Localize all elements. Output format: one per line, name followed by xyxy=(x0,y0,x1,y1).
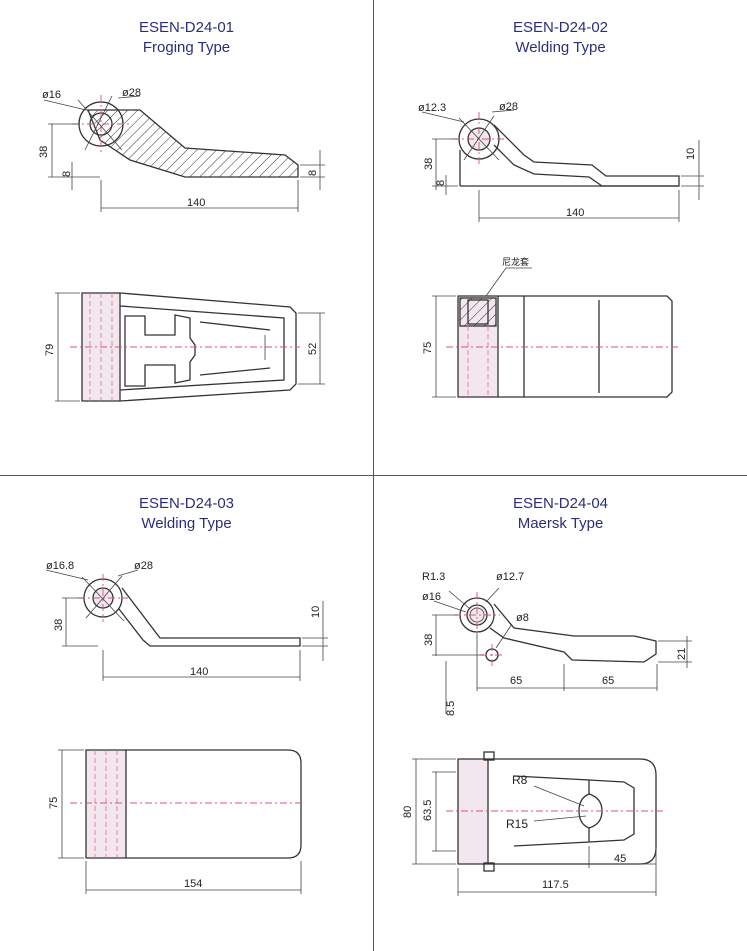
panel-type: Welding Type xyxy=(515,39,606,56)
panel-type: Froging Type xyxy=(142,39,231,56)
dim-length: 154 xyxy=(184,878,202,890)
side-view: R1.3 ø12.7 ø16 ø8 38 8.5 65 65 21 xyxy=(422,571,692,716)
dim-bore-small: ø12.7 xyxy=(496,571,524,583)
dim-bore: ø12.3 xyxy=(418,102,446,114)
dim-height: 38 xyxy=(423,158,435,170)
panel-esen-d24-02: ESEN-D24-02 Welding Type ø12.3 xyxy=(374,0,747,475)
dim-hole: ø8 xyxy=(516,612,529,624)
panel-code: ESEN-D24-03 xyxy=(138,495,235,512)
dim-tip: 21 xyxy=(676,648,688,660)
top-view: 79 52 xyxy=(44,292,325,402)
dim-r-large: R15 xyxy=(506,817,528,831)
dim-slot: 45 xyxy=(614,853,626,865)
dim-outer: ø28 xyxy=(134,560,153,572)
dim-bore: ø16 xyxy=(422,591,441,603)
dim-bore: ø16 xyxy=(42,89,61,101)
dim-tip: 8 xyxy=(307,170,319,176)
dim-length: 140 xyxy=(190,666,208,678)
panel-type: Maersk Type xyxy=(517,515,604,532)
dim-width: 75 xyxy=(422,342,434,354)
dim-width: 75 xyxy=(48,797,60,809)
dim-width: 79 xyxy=(44,344,56,356)
dim-length: 117.5 xyxy=(542,879,569,891)
dim-seg2: 65 xyxy=(602,675,614,687)
panel-code: ESEN-D24-04 xyxy=(512,495,609,512)
dim-thickness: 10 xyxy=(685,148,697,160)
side-view: ø16 ø28 38 8 8 140 xyxy=(38,87,325,212)
dim-height: 38 xyxy=(423,634,435,646)
dim-base: 8 xyxy=(435,180,447,186)
dim-length: 140 xyxy=(187,197,205,209)
dim-length: 140 xyxy=(566,207,584,219)
dim-seg1: 65 xyxy=(510,675,522,687)
drawing-esen-d24-04: R1.3 ø12.7 ø16 ø8 38 8.5 65 65 21 xyxy=(402,571,692,896)
panel-code: ESEN-D24-01 xyxy=(138,19,235,36)
dim-thickness: 10 xyxy=(310,606,322,618)
panel-esen-d24-01: ESEN-D24-01 Froging Type xyxy=(0,0,373,475)
dim-r-small: R8 xyxy=(512,773,528,787)
top-view: 75 154 xyxy=(48,749,305,894)
dim-inner: 63.5 xyxy=(422,800,434,821)
dim-inner: 52 xyxy=(307,343,319,355)
nylon-sleeve-note: 尼龙套 xyxy=(502,256,529,267)
top-view: 尼龙套 75 xyxy=(422,256,679,398)
dim-bore: ø16.8 xyxy=(46,560,74,572)
horizontal-divider xyxy=(0,475,747,476)
drawing-esen-d24-02: ø12.3 ø28 38 8 10 140 尼龙套 75 xyxy=(418,101,704,398)
dim-outer: ø28 xyxy=(499,101,518,113)
dim-base: 8 xyxy=(61,171,73,177)
panel-code: ESEN-D24-02 xyxy=(512,19,609,36)
dim-width: 80 xyxy=(402,806,414,818)
panel-esen-d24-03: ESEN-D24-03 Welding Type ø16.8 ø28 38 xyxy=(0,476,373,951)
dim-height: 38 xyxy=(53,619,65,631)
side-view: ø16.8 ø28 38 10 140 xyxy=(45,560,328,681)
drawing-esen-d24-01: ø16 ø28 38 8 8 140 xyxy=(38,87,325,402)
dim-outer: ø28 xyxy=(122,87,141,99)
dim-offset: 8.5 xyxy=(445,701,457,716)
panel-type: Welding Type xyxy=(141,515,232,532)
top-view: 80 63.5 R8 R15 45 117.5 xyxy=(402,751,664,896)
dim-radius: R1.3 xyxy=(422,571,445,583)
drawing-esen-d24-03: ø16.8 ø28 38 10 140 75 154 xyxy=(45,560,328,894)
dim-height: 38 xyxy=(38,146,50,158)
panel-esen-d24-04: ESEN-D24-04 Maersk Type xyxy=(374,476,747,951)
side-view: ø12.3 ø28 38 8 10 140 xyxy=(418,101,704,222)
